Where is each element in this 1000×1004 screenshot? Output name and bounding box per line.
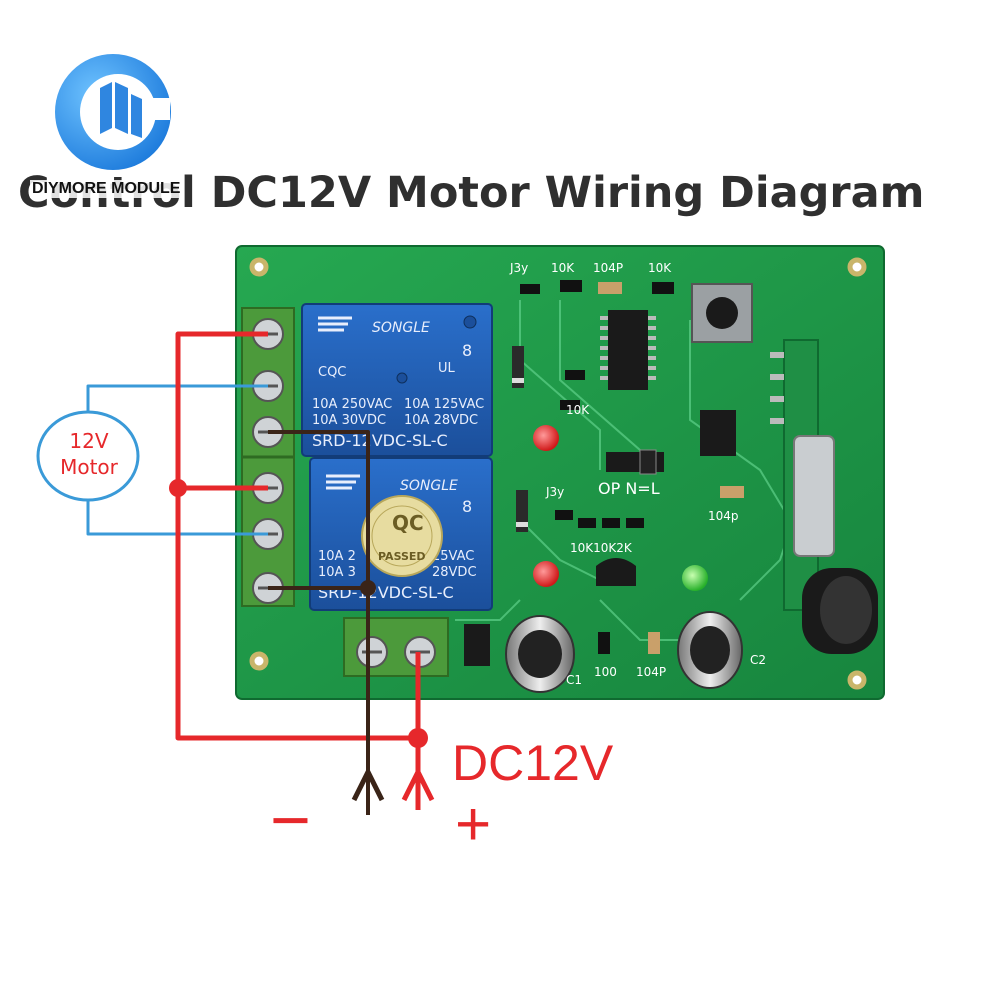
- label-10k-a: 10K: [551, 261, 575, 275]
- ic-pin: [600, 326, 608, 330]
- ic-pin: [648, 366, 656, 370]
- junction-dots: [169, 479, 428, 748]
- motor-voltage: 12V: [69, 429, 109, 453]
- led-red-2-icon: [533, 561, 559, 587]
- power-minus-label: −: [270, 781, 311, 859]
- ic-pin: [600, 346, 608, 350]
- ic-pin: [648, 376, 656, 380]
- push-button: [691, 283, 753, 343]
- motor-name: Motor: [60, 455, 118, 479]
- relay-2-spec-l1: 10A 2: [318, 549, 356, 564]
- qc-text: QC: [392, 511, 424, 535]
- ic-pin: [600, 356, 608, 360]
- label-100: 100: [594, 665, 617, 679]
- wires: [86, 331, 421, 815]
- junction-dot: [169, 479, 187, 497]
- capacitor-c1-icon: [505, 615, 575, 693]
- ic-pin: [648, 316, 656, 320]
- ic-pin: [600, 316, 608, 320]
- ic-pin: [648, 326, 656, 330]
- motor-symbol-icon: [36, 410, 140, 502]
- junction-dot: [360, 580, 376, 596]
- label-104p-c: 104P: [636, 665, 666, 679]
- relay-1-pins: 8: [462, 341, 472, 360]
- diode-icon: [512, 346, 528, 532]
- label-10k-c: 10K: [566, 403, 590, 417]
- ic-chip-main: [600, 310, 656, 390]
- relay-1-spec-r1: 10A 125VAC: [404, 397, 484, 412]
- label-c2: C2: [750, 653, 766, 667]
- transistor-icon: [596, 558, 636, 586]
- ic-pin: [600, 376, 608, 380]
- antenna-coil-icon: [802, 568, 878, 654]
- ic-pin: [648, 336, 656, 340]
- blue-wire-2: [86, 500, 268, 536]
- ic-chip-small: [700, 410, 736, 456]
- red-wire-main: [175, 331, 418, 741]
- terminal-screws-left: [252, 318, 284, 604]
- relay-2-pins: 8: [462, 497, 472, 516]
- rf-receiver-module: [770, 339, 835, 611]
- input-arrows: [351, 766, 435, 802]
- relay-2-spec-l2: 10A 3: [318, 565, 356, 580]
- mounting-hole-icon: [249, 257, 867, 690]
- ic-pin: [648, 346, 656, 350]
- relay-2-brand: SONGLE: [400, 478, 458, 494]
- power-plus-label: +: [455, 790, 492, 859]
- arrow-minus-icon: [351, 766, 385, 802]
- capacitor-c2-icon: [677, 611, 743, 689]
- junction-dot: [408, 728, 428, 748]
- smd-components: [520, 280, 744, 654]
- ul-mark-icon: UL: [438, 361, 456, 376]
- qc-passed-sticker: QC PASSED: [361, 495, 443, 577]
- relay-1-spec-l1: 10A 250VAC: [312, 397, 392, 412]
- jumper-header: [606, 449, 664, 475]
- label-j3y-top: J3y: [509, 261, 528, 275]
- label-c1: C1: [566, 673, 582, 687]
- relay-1-model: SRD-12VDC-SL-C: [312, 431, 448, 450]
- brown-wire-main: [268, 430, 370, 815]
- relay-2-spec-r1: 25VAC: [432, 549, 474, 564]
- relay-1-spec-r2: 10A 28VDC: [404, 413, 478, 428]
- power-label: DC12V: [452, 735, 614, 791]
- blue-wire-1: [86, 384, 268, 412]
- brand-logo-icon: [55, 54, 171, 170]
- brand-name: DIYMORE MODULE: [30, 180, 183, 198]
- relay-1-cert: CQC: [318, 365, 346, 380]
- relay-2-model: SRD-12VDC-SL-C: [318, 583, 454, 602]
- ic-pin: [600, 366, 608, 370]
- led-red-1-icon: [533, 425, 559, 451]
- label-104p-b: 104p: [708, 509, 739, 523]
- terminal-block-left: [241, 307, 295, 607]
- relay-1-brand: SONGLE: [372, 320, 430, 336]
- label-104p-a: 104P: [593, 261, 623, 275]
- small-connector: [464, 624, 490, 666]
- relay-1-spec-l2: 10A 30VDC: [312, 413, 386, 428]
- qc-passed-text: PASSED: [378, 550, 426, 563]
- ic-pin: [648, 356, 656, 360]
- arrow-plus-icon: [401, 766, 435, 802]
- label-10k-b: 10K: [648, 261, 672, 275]
- ic-pin: [600, 336, 608, 340]
- led-green-icon: [682, 565, 708, 591]
- label-jumper: OP N=L: [598, 479, 660, 498]
- label-r-row: 10K10K2K: [570, 541, 633, 555]
- motor-label: 12V Motor: [38, 428, 140, 480]
- label-j3y-bottom: J3y: [545, 485, 564, 499]
- relay-1: SONGLE CQC 8 UL 10A 250VAC 10A 30VDC 10A…: [301, 303, 493, 457]
- relay-2-spec-r2: 28VDC: [432, 565, 477, 580]
